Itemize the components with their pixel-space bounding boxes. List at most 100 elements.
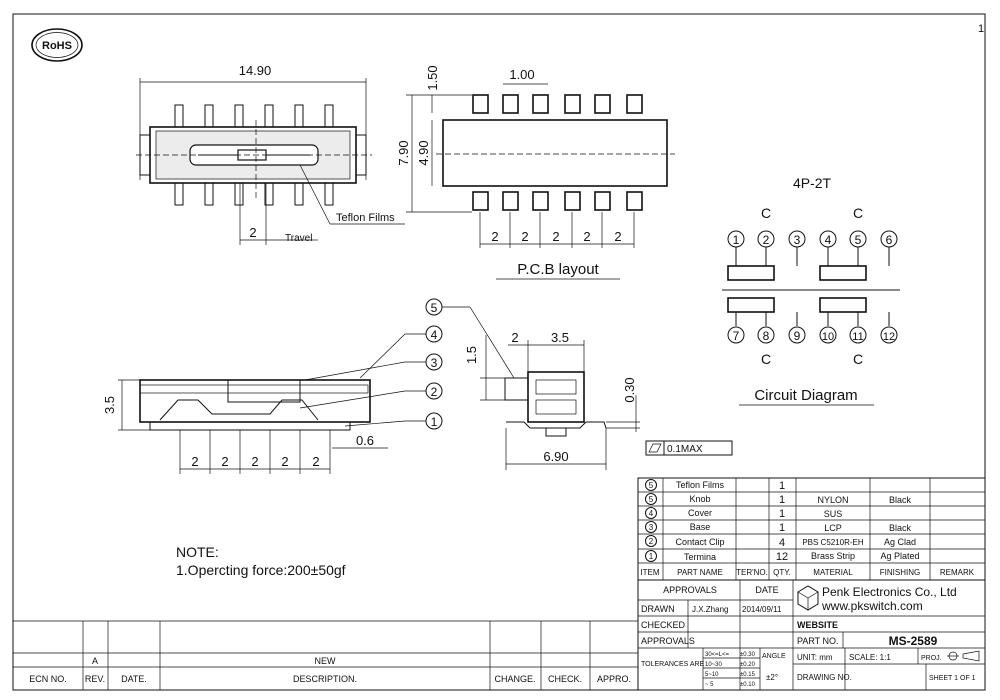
svg-text:REMARK: REMARK	[940, 568, 975, 577]
svg-text:1: 1	[733, 233, 740, 247]
part-number: MS-2589	[889, 634, 938, 648]
svg-text:±0.10: ±0.10	[740, 682, 756, 688]
svg-text:C: C	[761, 351, 771, 367]
company-logo-icon	[797, 585, 819, 611]
svg-text:2: 2	[281, 454, 288, 469]
svg-text:1: 1	[649, 552, 654, 561]
svg-text:1: 1	[779, 480, 785, 492]
bom-header-row: ITEM PART NAME TER'NO. QTY. MATERIAL FIN…	[640, 568, 974, 577]
pcb-space-1: 2	[491, 229, 498, 244]
end-dim-d: 0.30	[622, 377, 637, 402]
bom-row: 5 Knob 1 NYLON Black	[645, 493, 912, 506]
svg-text:Black: Black	[889, 495, 912, 505]
title-block: APPROVALS DATE DRAWN J.X.Zhang 2014/09/1…	[637, 579, 986, 691]
pcb-space-4: 2	[583, 229, 590, 244]
svg-text:NYLON: NYLON	[817, 495, 848, 505]
svg-text:5: 5	[855, 233, 862, 247]
svg-text:J.X.Zhang: J.X.Zhang	[692, 605, 728, 614]
svg-text:4: 4	[649, 509, 654, 518]
svg-text:Termina: Termina	[684, 552, 716, 562]
dim-inner: 4.90	[416, 140, 431, 165]
side-view: 2 2 2 2 2 3.5 0.6 4 3 2	[102, 298, 515, 474]
svg-text:MATERIAL: MATERIAL	[813, 568, 853, 577]
svg-text:LCP: LCP	[824, 523, 842, 533]
projection-symbol-icon	[947, 650, 980, 662]
svg-text:5~10: 5~10	[705, 672, 719, 678]
circuit-diagram: 4P-2T C C 1 2 3 4 5 6	[722, 175, 900, 406]
revision-table: A NEW ECN NO. REV. DATE. DESCRIPTION. CH…	[13, 580, 639, 690]
svg-text:2: 2	[191, 454, 198, 469]
svg-text:7: 7	[733, 329, 740, 343]
svg-text:11: 11	[852, 331, 863, 343]
end-dim-c: 1.5	[464, 346, 479, 364]
travel-label: Travel	[285, 233, 312, 244]
svg-text:APPROVALS: APPROVALS	[641, 636, 695, 646]
top-view: 14.90 2 Travel Teflon Films	[136, 63, 405, 245]
circuit-bottom-pins: 7 8 9 10 11 12	[727, 326, 898, 344]
callout-4: 4	[359, 325, 443, 379]
bom-row: 2 Contact Clip 4 PBS C5210R-EH Ag Clad	[645, 535, 916, 549]
circuit-type: 4P-2T	[793, 175, 832, 191]
svg-text:4: 4	[779, 537, 785, 549]
svg-text:3: 3	[794, 233, 801, 247]
dim-pad-len: 1.50	[425, 65, 440, 90]
svg-text:30<=L<=: 30<=L<=	[705, 652, 730, 658]
svg-text:PROJ.: PROJ.	[921, 655, 942, 662]
svg-text:±0.30: ±0.30	[740, 652, 756, 658]
svg-text:1: 1	[779, 494, 785, 506]
bom-row: 4 Cover 1 SUS	[645, 507, 843, 520]
pcb-space-5: 2	[614, 229, 621, 244]
svg-text:±0.15: ±0.15	[740, 672, 756, 678]
svg-text:NEW: NEW	[315, 656, 337, 666]
note-title: NOTE:	[176, 544, 219, 560]
svg-text:PART NO.: PART NO.	[797, 636, 839, 646]
svg-text:3: 3	[431, 356, 438, 370]
svg-text:4: 4	[825, 233, 832, 247]
svg-text:2: 2	[431, 385, 438, 399]
teflon-label: Teflon Films	[336, 212, 395, 224]
rohs-logo: RoHS	[31, 28, 83, 62]
svg-text:8: 8	[763, 329, 770, 343]
pcb-space-2: 2	[521, 229, 528, 244]
pcb-title: P.C.B layout	[517, 261, 599, 278]
svg-text:QTY.: QTY.	[773, 568, 791, 577]
svg-text:UNIT: mm: UNIT: mm	[797, 653, 833, 662]
svg-text:APPRO.: APPRO.	[597, 674, 631, 684]
company-name: Penk Electronics Co., Ltd	[822, 585, 957, 599]
svg-text:PART NAME: PART NAME	[677, 568, 723, 577]
pcb-space-3: 2	[552, 229, 559, 244]
svg-text:12: 12	[883, 331, 895, 343]
svg-text:SUS: SUS	[824, 509, 843, 519]
dim-width-top: 14.90	[239, 63, 272, 78]
svg-text:1: 1	[431, 415, 438, 429]
svg-text:REV.: REV.	[85, 674, 105, 684]
circuit-top-pins: 1 2 3 4 5 6	[727, 230, 898, 248]
svg-text:10: 10	[822, 331, 834, 343]
svg-text:FINISHING: FINISHING	[880, 568, 920, 577]
svg-text:C: C	[853, 351, 863, 367]
svg-text:Teflon Films: Teflon Films	[676, 480, 725, 490]
svg-text:RoHS: RoHS	[42, 40, 72, 52]
svg-text:Black: Black	[889, 523, 912, 533]
svg-text:Ag Plated: Ag Plated	[880, 551, 919, 561]
svg-text:3: 3	[649, 523, 654, 532]
svg-text:TER'NO.: TER'NO.	[736, 568, 768, 577]
end-dim-width: 6.90	[543, 449, 568, 464]
travel-value: 2	[249, 225, 256, 240]
callout-5: 5	[425, 298, 515, 379]
svg-text:C: C	[853, 205, 863, 221]
end-dim-b: 3.5	[551, 330, 569, 345]
svg-text:2: 2	[312, 454, 319, 469]
svg-text:2: 2	[251, 454, 258, 469]
svg-text:DRAWING NO.: DRAWING NO.	[797, 673, 852, 682]
svg-text:10~30: 10~30	[705, 662, 723, 668]
svg-text:2: 2	[649, 537, 654, 546]
svg-text:SHEET 1 OF 1: SHEET 1 OF 1	[929, 675, 976, 682]
dim-height: 3.5	[102, 396, 117, 414]
svg-text:DATE.: DATE.	[121, 674, 147, 684]
flatness-box: 0.1MAX	[645, 440, 733, 456]
svg-text:C: C	[761, 205, 771, 221]
svg-text:Contact Clip: Contact Clip	[675, 537, 724, 547]
end-dim-a: 2	[511, 330, 518, 345]
company-website: www.pkswitch.com	[821, 599, 923, 613]
